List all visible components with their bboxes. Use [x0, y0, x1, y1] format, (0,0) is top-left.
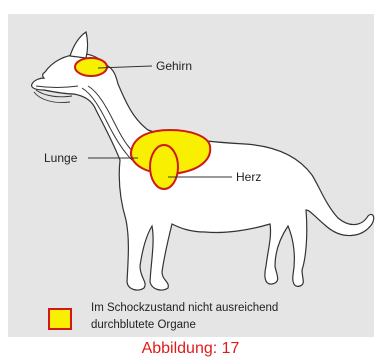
legend-line-2: durchblutete Organe [91, 317, 361, 334]
legend-text: Im Schockzustand nicht ausreichend durch… [91, 300, 361, 334]
label-lung: Lunge [44, 151, 78, 165]
ear [70, 32, 88, 58]
label-heart: Herz [236, 170, 261, 184]
dog-silhouette [32, 54, 374, 290]
label-brain: Gehirn [156, 59, 192, 73]
legend-line-1: Im Schockzustand nicht ausreichend [91, 300, 361, 317]
brain-organ [75, 58, 107, 76]
figure-caption: Abbildung: 17 [0, 340, 381, 358]
heart-organ [150, 145, 178, 189]
legend-swatch [48, 308, 72, 330]
